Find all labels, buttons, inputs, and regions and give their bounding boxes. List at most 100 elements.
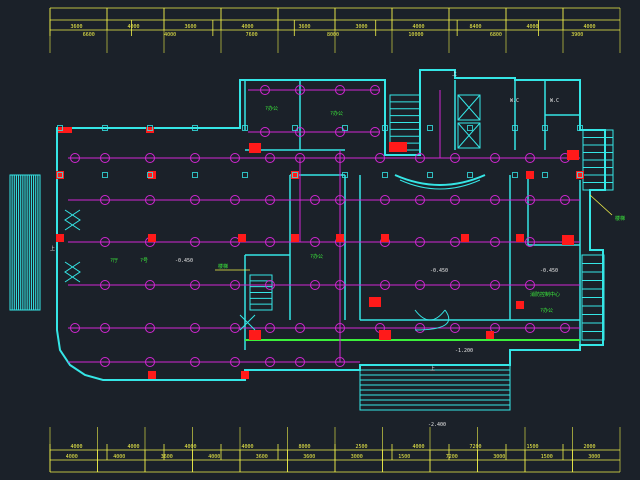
label-level-5: -2.400: [428, 422, 446, 428]
red-fixture: [486, 331, 494, 339]
light-fixture-icon: [230, 323, 240, 333]
column-icon: [342, 125, 348, 131]
stair-right: [582, 129, 614, 191]
dimension-label: 3900: [571, 32, 583, 38]
dimension-label: 4000: [413, 24, 425, 30]
dimension-label: 6800: [490, 32, 502, 38]
red-fixture: [516, 301, 524, 309]
light-fixture-icon: [265, 237, 275, 247]
red-fixture: [576, 171, 584, 179]
light-fixture-icon: [145, 357, 155, 367]
light-fixture-icon: [560, 195, 570, 205]
light-fixture-icon: [490, 323, 500, 333]
light-fixture-icon: [490, 153, 500, 163]
column-icon: [382, 125, 388, 131]
label-elev: ?号: [140, 258, 148, 264]
leader-line: [589, 194, 613, 216]
stair-right-lower: [581, 254, 605, 341]
red-fixture: [58, 127, 72, 133]
light-fixture-icon: [415, 195, 425, 205]
light-fixture-icon: [265, 195, 275, 205]
dimension-label: 4000: [527, 24, 539, 30]
light-fixture-icon: [265, 280, 275, 290]
dimension-label: 7200: [470, 444, 482, 450]
light-fixture-icon: [335, 85, 345, 95]
light-fixtures: [56, 127, 584, 379]
label-level-2: -0.450: [430, 268, 448, 274]
light-fixture-icon: [380, 195, 390, 205]
dimension-label: 4000: [128, 24, 140, 30]
red-fixture: [461, 234, 469, 242]
dimension-label: 1500: [541, 454, 553, 460]
label-up-arrow-3: 上: [452, 70, 457, 77]
light-fixture-icon: [415, 323, 425, 333]
red-fixture: [562, 235, 574, 245]
red-fixture: [291, 171, 299, 179]
column-icon: [147, 125, 153, 131]
light-fixture-icon: [450, 153, 460, 163]
dimension-label: 3600: [185, 24, 197, 30]
dimension-label: 4000: [208, 454, 220, 460]
dimension-label: 8400: [470, 24, 482, 30]
column-icon: [57, 172, 63, 178]
light-fixture-icon: [415, 237, 425, 247]
exterior-steps-left: [9, 174, 41, 311]
column-icon: [577, 172, 583, 178]
light-fixture-icon: [490, 237, 500, 247]
curved-lobby-wall-inner: [399, 179, 481, 190]
light-fixture-icon: [230, 357, 240, 367]
column-icon: [382, 172, 388, 178]
light-fixture-icon: [100, 195, 110, 205]
red-fixture: [56, 234, 64, 242]
dimension-label: 1500: [398, 454, 410, 460]
light-fixture-icon: [415, 153, 425, 163]
label-hall: ?厅: [110, 258, 118, 264]
lighting-circuits: [68, 85, 580, 367]
dimension-label: 2500: [356, 444, 368, 450]
red-fixture: [148, 371, 156, 379]
label-wc-1: W.C: [510, 98, 519, 104]
column-icon: [512, 125, 518, 131]
red-fixture: [249, 143, 261, 153]
label-up-arrow-2: 上: [430, 365, 435, 372]
exterior-steps-bottom: [359, 364, 511, 411]
label-level-3: -1.200: [455, 348, 473, 354]
column-icon: [342, 172, 348, 178]
interior-walls: [244, 80, 581, 350]
label-stair-left: 楼梯: [218, 263, 228, 270]
column-icon: [292, 172, 298, 178]
column-icon: [512, 172, 518, 178]
light-fixture-icon: [490, 280, 500, 290]
red-fixture: [241, 371, 249, 379]
dimension-label: 3600: [71, 24, 83, 30]
light-fixture-icon: [560, 323, 570, 333]
column-icon: [192, 125, 198, 131]
column-icon: [292, 125, 298, 131]
column-icon: [147, 172, 153, 178]
light-fixture-icon: [230, 280, 240, 290]
column-icon: [427, 125, 433, 131]
light-fixture-icon: [145, 323, 155, 333]
dimension-label: 4000: [164, 32, 176, 38]
dimension-label: 4000: [113, 454, 125, 460]
column-icon: [542, 172, 548, 178]
stair-core-top: [389, 94, 421, 151]
dimension-label: 7200: [446, 454, 458, 460]
elevator-icon: [457, 94, 481, 149]
light-fixture-icon: [265, 357, 275, 367]
red-fixture: [567, 150, 579, 160]
red-fixture: [336, 234, 344, 242]
column-icon: [242, 125, 248, 131]
door-swing-icon: [64, 209, 450, 331]
label-stair-right: 楼梯: [615, 215, 625, 222]
light-fixture-icon: [190, 357, 200, 367]
column-icon: [542, 125, 548, 131]
light-fixture-icon: [230, 153, 240, 163]
light-fixture-icon: [380, 280, 390, 290]
light-fixture-icon: [190, 153, 200, 163]
light-fixture-icon: [525, 237, 535, 247]
light-fixture-icon: [100, 153, 110, 163]
light-fixture-icon: [295, 323, 305, 333]
